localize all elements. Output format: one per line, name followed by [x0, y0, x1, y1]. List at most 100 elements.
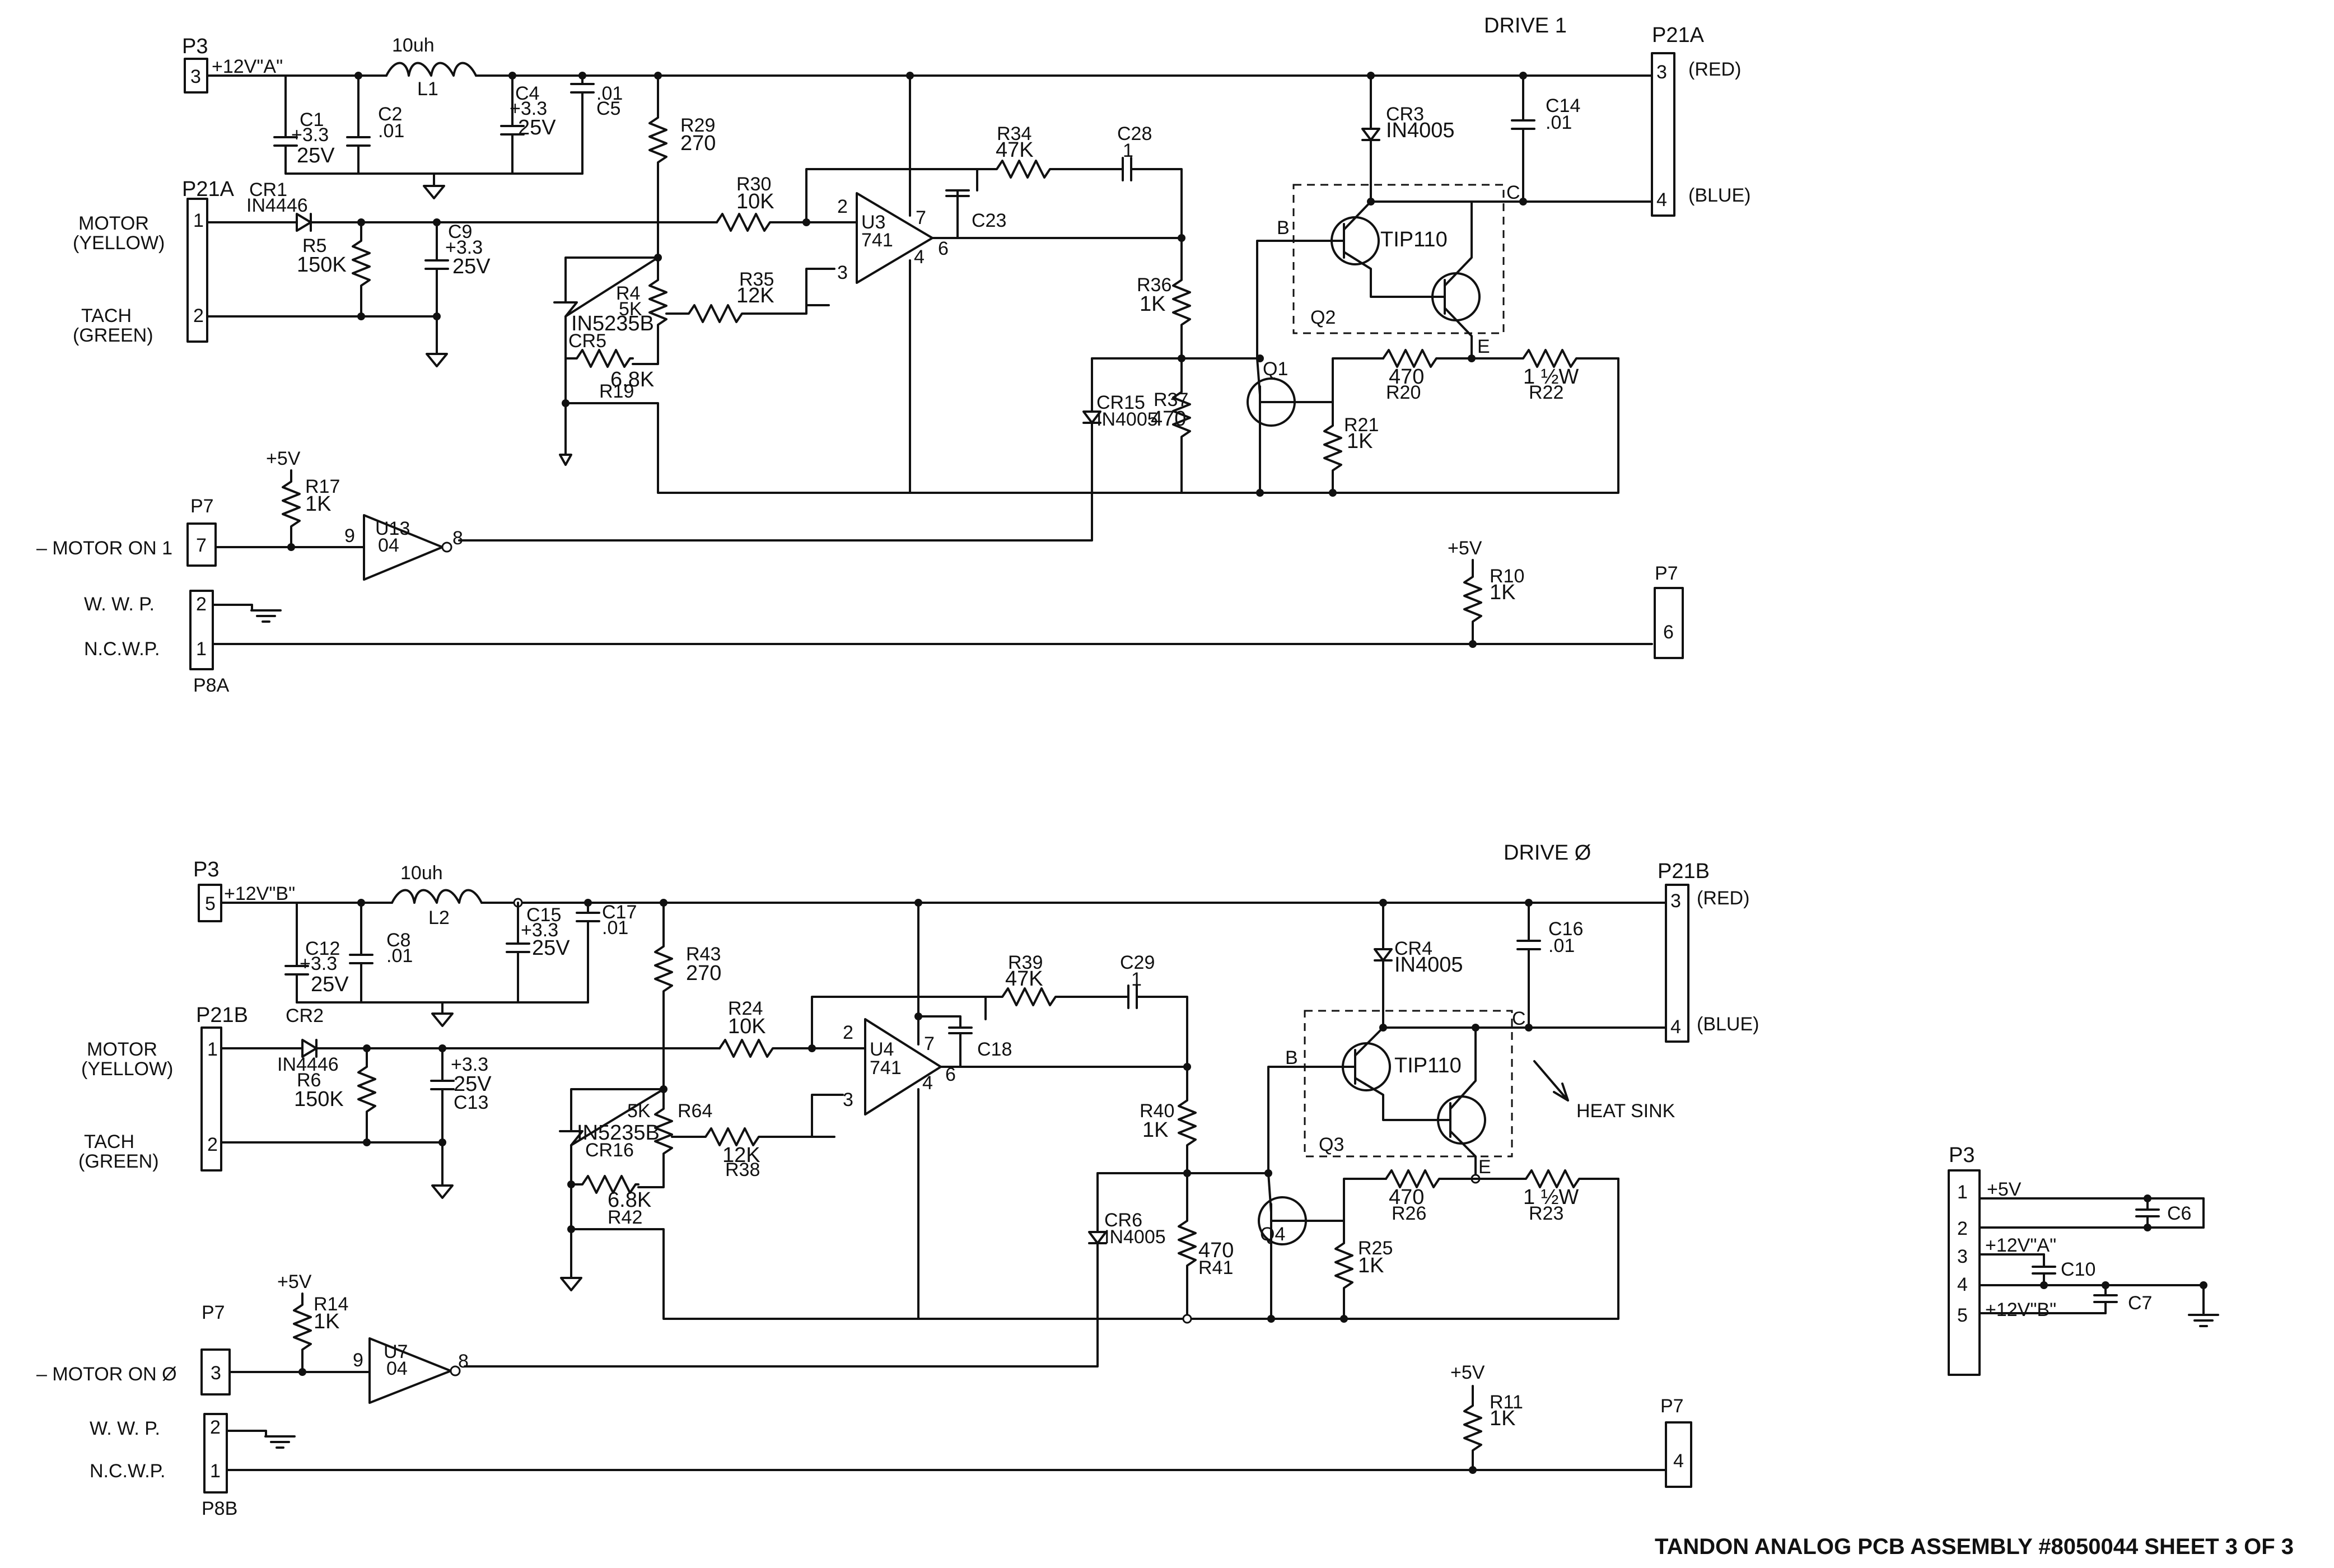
svg-text:MOTOR: MOTOR	[87, 1039, 157, 1060]
svg-text:9: 9	[353, 1350, 363, 1371]
heat-sink-arrow	[1533, 1060, 1569, 1102]
svg-text:470: 470	[1151, 407, 1186, 431]
opamp-u3	[856, 192, 933, 284]
svg-text:.01: .01	[386, 945, 413, 967]
svg-text:12K: 12K	[736, 284, 774, 307]
svg-text:C16: C16	[1548, 918, 1583, 940]
svg-text:CR1: CR1	[249, 179, 287, 200]
svg-text:1K: 1K	[305, 492, 331, 516]
svg-text:C2: C2	[378, 104, 402, 125]
svg-text:.01: .01	[602, 917, 628, 939]
resistor-r25	[1334, 1220, 1353, 1320]
svg-text:CR16: CR16	[585, 1140, 634, 1161]
svg-text:C8: C8	[386, 930, 410, 951]
svg-text:25V: 25V	[311, 973, 349, 996]
svg-text:IN5235B: IN5235B	[571, 312, 654, 335]
svg-text:IN4005: IN4005	[1096, 409, 1158, 430]
svg-text:C: C	[1506, 182, 1520, 203]
svg-text:5: 5	[1957, 1305, 1968, 1326]
svg-text:R20: R20	[1386, 382, 1421, 403]
svg-text:10K: 10K	[728, 1015, 766, 1038]
svg-text:C15: C15	[526, 904, 561, 926]
diode-cr4	[1374, 902, 1530, 1029]
svg-text:R38: R38	[725, 1159, 760, 1180]
svg-text:470: 470	[1389, 365, 1424, 389]
svg-text:IN4446: IN4446	[277, 1054, 339, 1075]
svg-text:+5V: +5V	[266, 448, 301, 469]
inductor-l1	[385, 62, 477, 77]
svg-text:6: 6	[938, 238, 949, 259]
svg-text:E: E	[1478, 1156, 1491, 1178]
svg-text:C18: C18	[977, 1039, 1012, 1060]
motor-on-1-label: – MOTOR ON 1	[36, 538, 172, 559]
svg-text:+3.3: +3.3	[300, 953, 337, 974]
p21b-out-label: P21B	[1658, 860, 1710, 883]
p21a-out-label: P21A	[1652, 24, 1705, 47]
svg-text:C10: C10	[2061, 1259, 2095, 1280]
svg-text:R41: R41	[1198, 1257, 1233, 1278]
drive-0-heading: DRIVE Ø	[1504, 841, 1591, 865]
svg-text:U13: U13	[375, 518, 410, 539]
svg-text:8: 8	[452, 528, 463, 549]
svg-text:P7: P7	[202, 1302, 225, 1323]
inverter-u7	[368, 1337, 452, 1404]
p21b-label: P21B	[196, 1004, 248, 1027]
diode-cr6	[464, 1172, 1107, 1368]
svg-text:U3: U3	[861, 212, 885, 233]
svg-text:1K: 1K	[314, 1310, 339, 1333]
svg-text:R19: R19	[599, 381, 634, 402]
svg-text:150K: 150K	[294, 1088, 344, 1111]
svg-text:TACH: TACH	[81, 305, 132, 326]
resistor-r24	[718, 1039, 813, 1058]
svg-text:P7: P7	[190, 496, 214, 517]
supply-label: +12V"A"	[212, 56, 283, 77]
svg-text:R29: R29	[680, 115, 715, 136]
svg-text:+5V: +5V	[1987, 1179, 2022, 1200]
svg-text:P3: P3	[1949, 1144, 1974, 1167]
drive-1-circuit: DRIVE 1 P3 3 +12V"A" 10uh L1 C1 +3.3 25V…	[36, 14, 1751, 696]
svg-text:R6: R6	[297, 1070, 321, 1091]
svg-text:U7: U7	[384, 1341, 408, 1362]
svg-text:1: 1	[193, 210, 204, 231]
svg-text:(RED): (RED)	[1688, 59, 1741, 80]
svg-text:9: 9	[344, 525, 355, 547]
p3-label: P3	[182, 35, 208, 58]
p8a-connector	[189, 590, 214, 670]
svg-text:(BLUE): (BLUE)	[1697, 1014, 1759, 1035]
p21b-connector	[200, 1026, 222, 1172]
svg-text:6: 6	[945, 1064, 956, 1085]
p21a-connector	[186, 198, 208, 343]
svg-text:C12: C12	[305, 938, 340, 959]
capacitor-c7	[2093, 1284, 2118, 1314]
svg-text:C23: C23	[972, 210, 1006, 231]
svg-text:R42: R42	[608, 1207, 642, 1228]
svg-text:+12V"A": +12V"A"	[1985, 1235, 2056, 1256]
svg-text:TIP110: TIP110	[1394, 1054, 1462, 1077]
svg-text:741: 741	[861, 230, 893, 251]
svg-text:4: 4	[1673, 1450, 1684, 1472]
svg-text:R10: R10	[1490, 566, 1524, 587]
svg-text:47K: 47K	[1005, 967, 1043, 991]
resistor-r29	[648, 74, 667, 259]
svg-text:2: 2	[210, 1417, 221, 1438]
heatsink-q3-outline	[1304, 1010, 1513, 1158]
svg-text:U4: U4	[870, 1039, 894, 1060]
svg-text:L1: L1	[417, 78, 438, 100]
svg-text:E: E	[1477, 336, 1490, 357]
svg-text:25V: 25V	[532, 936, 570, 960]
svg-text:R11: R11	[1490, 1392, 1523, 1413]
svg-text:270: 270	[686, 962, 721, 985]
svg-text:C7: C7	[2128, 1292, 2152, 1314]
svg-text:3: 3	[837, 262, 848, 283]
svg-text:C17: C17	[602, 902, 637, 923]
svg-text:1: 1	[196, 638, 207, 660]
resistor-r35	[665, 304, 807, 323]
svg-text:1: 1	[1131, 969, 1142, 990]
resistor-r26	[1385, 1169, 1477, 1188]
svg-text:741: 741	[870, 1057, 902, 1079]
svg-text:TACH: TACH	[84, 1131, 134, 1152]
svg-text:7: 7	[916, 207, 926, 228]
drive-0-circuit: DRIVE Ø P3 5 +12V"B" 10uh L2 C12 +3.3 25…	[36, 841, 1759, 1519]
svg-text:R35: R35	[739, 269, 774, 290]
